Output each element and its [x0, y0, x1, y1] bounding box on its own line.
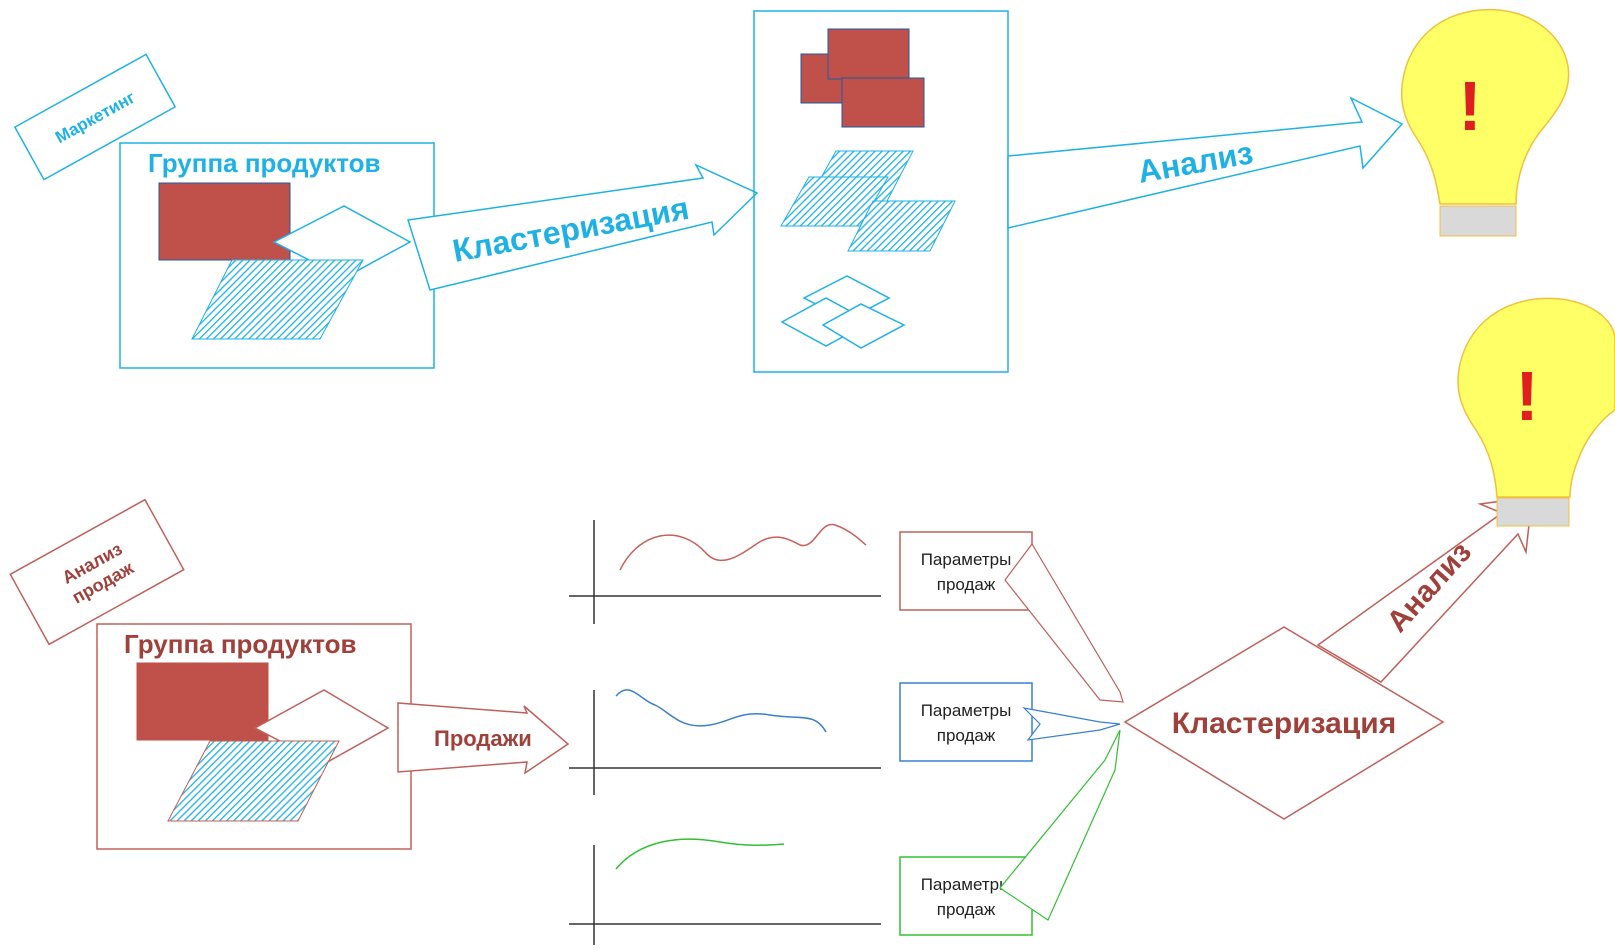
product-group-top-title: Группа продуктов — [148, 148, 381, 178]
params-box-green: Параметры продаж — [899, 856, 1033, 936]
params-box-green-line1: Параметры — [921, 875, 1012, 894]
analysis-arrow-top: Анализ — [1007, 96, 1404, 229]
bottom-section: Анализ продаж Группа продуктов Продажи — [9, 297, 1615, 945]
params-box-blue-line2: продаж — [937, 726, 996, 745]
clusters-box — [753, 10, 1009, 373]
exclamation-mark-bottom: ! — [1515, 357, 1538, 435]
product-group-top: Группа продуктов — [119, 142, 435, 369]
top-section: Маркетинг Группа продуктов Кластеризация — [13, 8, 1570, 373]
sales-chart-red — [569, 520, 881, 624]
exclamation-mark-top: ! — [1458, 67, 1481, 145]
product-group-bottom: Группа продуктов — [96, 623, 412, 850]
params-arrow-green — [999, 729, 1121, 921]
clustering-diamond-label: Кластеризация — [1172, 707, 1396, 740]
params-arrow-blue — [1022, 707, 1121, 741]
product-group-bottom-title: Группа продуктов — [124, 629, 357, 659]
params-box-blue-line1: Параметры — [921, 701, 1012, 720]
sales-arrow-label: Продажи — [434, 726, 532, 751]
sales-analysis-tag: Анализ продаж — [9, 498, 185, 646]
clustering-diamond: Кластеризация — [1123, 626, 1445, 820]
lightbulb-icon: ! — [1457, 297, 1615, 527]
params-box-red-line1: Параметры — [921, 550, 1012, 569]
hatched-parallelogram — [191, 259, 364, 340]
lightbulb-icon: ! — [1400, 8, 1570, 237]
params-box-blue: Параметры продаж — [899, 682, 1033, 762]
params-box-red-line2: продаж — [937, 575, 996, 594]
sales-chart-blue — [569, 689, 881, 795]
params-box-green-line2: продаж — [937, 900, 996, 919]
sales-arrow: Продажи — [397, 702, 570, 775]
params-arrow-red — [1004, 542, 1124, 703]
clustering-arrow-top: Кластеризация — [407, 163, 759, 291]
sales-chart-green — [569, 838, 881, 945]
brick-rectangle — [158, 182, 291, 261]
params-box-red: Параметры продаж — [899, 531, 1033, 611]
